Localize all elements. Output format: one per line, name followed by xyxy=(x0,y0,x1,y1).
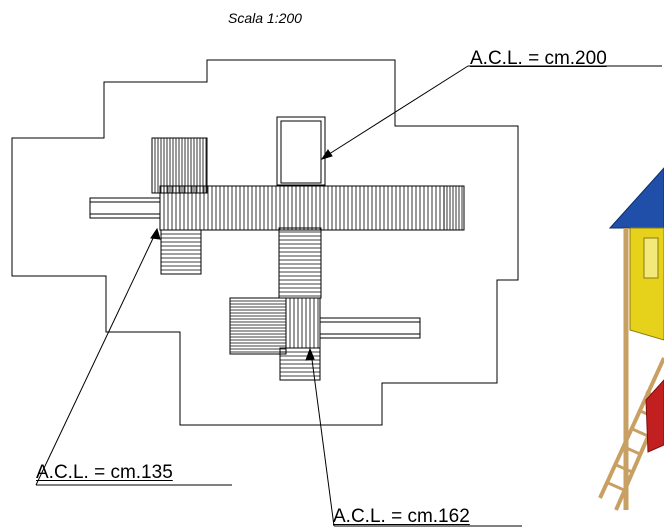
annotation-acl-162: A.C.L. = cm.162 xyxy=(333,506,470,527)
left-slide xyxy=(89,197,161,219)
roof xyxy=(608,167,664,229)
left-lower-stair xyxy=(160,229,202,275)
left-upper-platform xyxy=(151,137,208,194)
playset-3d-preview xyxy=(598,167,664,511)
tower-top xyxy=(276,116,326,186)
lower-platform xyxy=(229,297,321,355)
center-bridge xyxy=(278,227,322,299)
annotation-acl-200: A.C.L. = cm.200 xyxy=(470,48,607,69)
leader-lines xyxy=(35,65,469,527)
annotation-acl-135: A.C.L. = cm.135 xyxy=(36,462,173,483)
tower-window xyxy=(643,237,659,279)
lower-slide xyxy=(319,317,421,339)
right-slide xyxy=(443,185,465,231)
scale-label: Scala 1:200 xyxy=(228,10,302,26)
label-underlines xyxy=(36,65,662,527)
red-panel xyxy=(645,379,664,453)
safety-area-outline xyxy=(11,59,519,426)
